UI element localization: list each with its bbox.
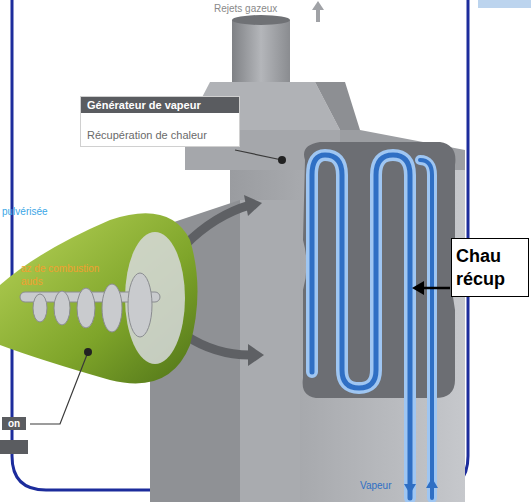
steam-label: Vapeur [360, 480, 392, 491]
gas-label: az de combustion auds [21, 262, 107, 288]
callout-box: Générateur de vapeurRécupération de chal… [80, 96, 240, 147]
callout-box: Chau récup [451, 238, 529, 297]
callout-title: Générateur de vapeur [81, 97, 239, 113]
callout-title: Chau récup [456, 245, 524, 290]
fuel-label: pulvérisée [2, 206, 48, 217]
callout-text: Récupération de chaleur [81, 129, 239, 141]
outlet-label: Rejets gazeux [214, 3, 277, 14]
part-label: on [2, 417, 26, 430]
